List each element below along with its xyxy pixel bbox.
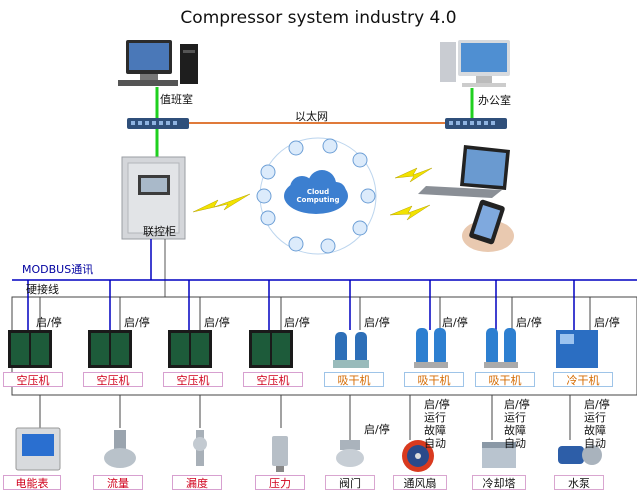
wireless-bolt-icon bbox=[192, 193, 251, 213]
machine-label: 空压机 bbox=[83, 372, 143, 387]
instrument-label: 通风扇 bbox=[393, 475, 447, 490]
machine-label: 空压机 bbox=[243, 372, 303, 387]
smartphone-device bbox=[462, 199, 514, 252]
control-cabinet-label: 联控柜 bbox=[143, 225, 176, 238]
machine-label: 吸干机 bbox=[475, 372, 535, 387]
start-stop-label: 启/停 bbox=[124, 316, 150, 329]
office-label: 办公室 bbox=[478, 94, 511, 107]
energy-meter-icon bbox=[15, 427, 61, 471]
status-stack: 启/停运行故障自动 bbox=[504, 398, 530, 450]
ethernet-label: 以太网 bbox=[295, 110, 328, 123]
start-stop-label: 启/停 bbox=[364, 316, 390, 329]
page-title: Compressor system industry 4.0 bbox=[180, 8, 457, 28]
dew-point-sensor-icon bbox=[193, 430, 207, 466]
compressor-unit bbox=[168, 330, 212, 368]
start-stop-label: 启/停 bbox=[36, 316, 62, 329]
instrument-label: 阀门 bbox=[325, 475, 375, 490]
wireless-bolt-icon bbox=[394, 167, 433, 183]
duty-room-computer bbox=[118, 40, 198, 86]
adsorption-dryer bbox=[333, 332, 369, 368]
machine-label: 空压机 bbox=[163, 372, 223, 387]
adsorption-dryer bbox=[414, 328, 448, 368]
instrument-label: 水泵 bbox=[554, 475, 604, 490]
compressor-unit bbox=[8, 330, 52, 368]
wireless-bolt-icon bbox=[389, 204, 431, 221]
status-stack: 启/停运行故障自动 bbox=[424, 398, 450, 450]
hardwire-label: 硬接线 bbox=[26, 283, 59, 296]
instrument-label: 电能表 bbox=[3, 475, 61, 490]
duty-room-label: 值班室 bbox=[160, 93, 193, 106]
cloud-label: Cloud Computing bbox=[296, 188, 340, 204]
start-stop-label: 启/停 bbox=[594, 316, 620, 329]
cloud-computing-icon bbox=[256, 137, 377, 255]
start-stop-label: 启/停 bbox=[516, 316, 542, 329]
start-stop-label: 启/停 bbox=[284, 316, 310, 329]
network-switch-left bbox=[127, 118, 189, 129]
compressor-unit bbox=[88, 330, 132, 368]
office-computer bbox=[440, 40, 510, 87]
adsorption-dryer bbox=[484, 328, 518, 368]
start-stop-label: 启/停 bbox=[442, 316, 468, 329]
status-stack: 启/停运行故障自动 bbox=[584, 398, 610, 450]
start-stop-label: 启/停 bbox=[364, 423, 390, 436]
instrument-label: 压力 bbox=[255, 475, 305, 490]
machine-label: 冷干机 bbox=[553, 372, 613, 387]
instrument-label: 冷却塔 bbox=[472, 475, 526, 490]
flow-meter-icon bbox=[104, 430, 136, 468]
refrigerated-dryer bbox=[556, 330, 598, 368]
tablet-device bbox=[418, 145, 510, 198]
start-stop-label: 启/停 bbox=[204, 316, 230, 329]
pressure-sensor-icon bbox=[272, 436, 288, 472]
machine-label: 吸干机 bbox=[404, 372, 464, 387]
control-cabinet bbox=[121, 156, 186, 240]
machine-label: 吸干机 bbox=[324, 372, 384, 387]
compressor-unit bbox=[249, 330, 293, 368]
modbus-label: MODBUS通讯 bbox=[22, 263, 94, 276]
hardwire-drops bbox=[39, 297, 591, 330]
fan-icon bbox=[402, 440, 434, 472]
instrument-label: 流量 bbox=[93, 475, 143, 490]
valve-icon bbox=[336, 440, 364, 467]
instrument-label: 漏度 bbox=[172, 475, 222, 490]
modbus-drops bbox=[27, 280, 575, 330]
water-pump-icon bbox=[558, 445, 602, 465]
cooling-tower-icon bbox=[482, 442, 516, 468]
machine-label: 空压机 bbox=[3, 372, 63, 387]
network-switch-right bbox=[445, 118, 507, 129]
